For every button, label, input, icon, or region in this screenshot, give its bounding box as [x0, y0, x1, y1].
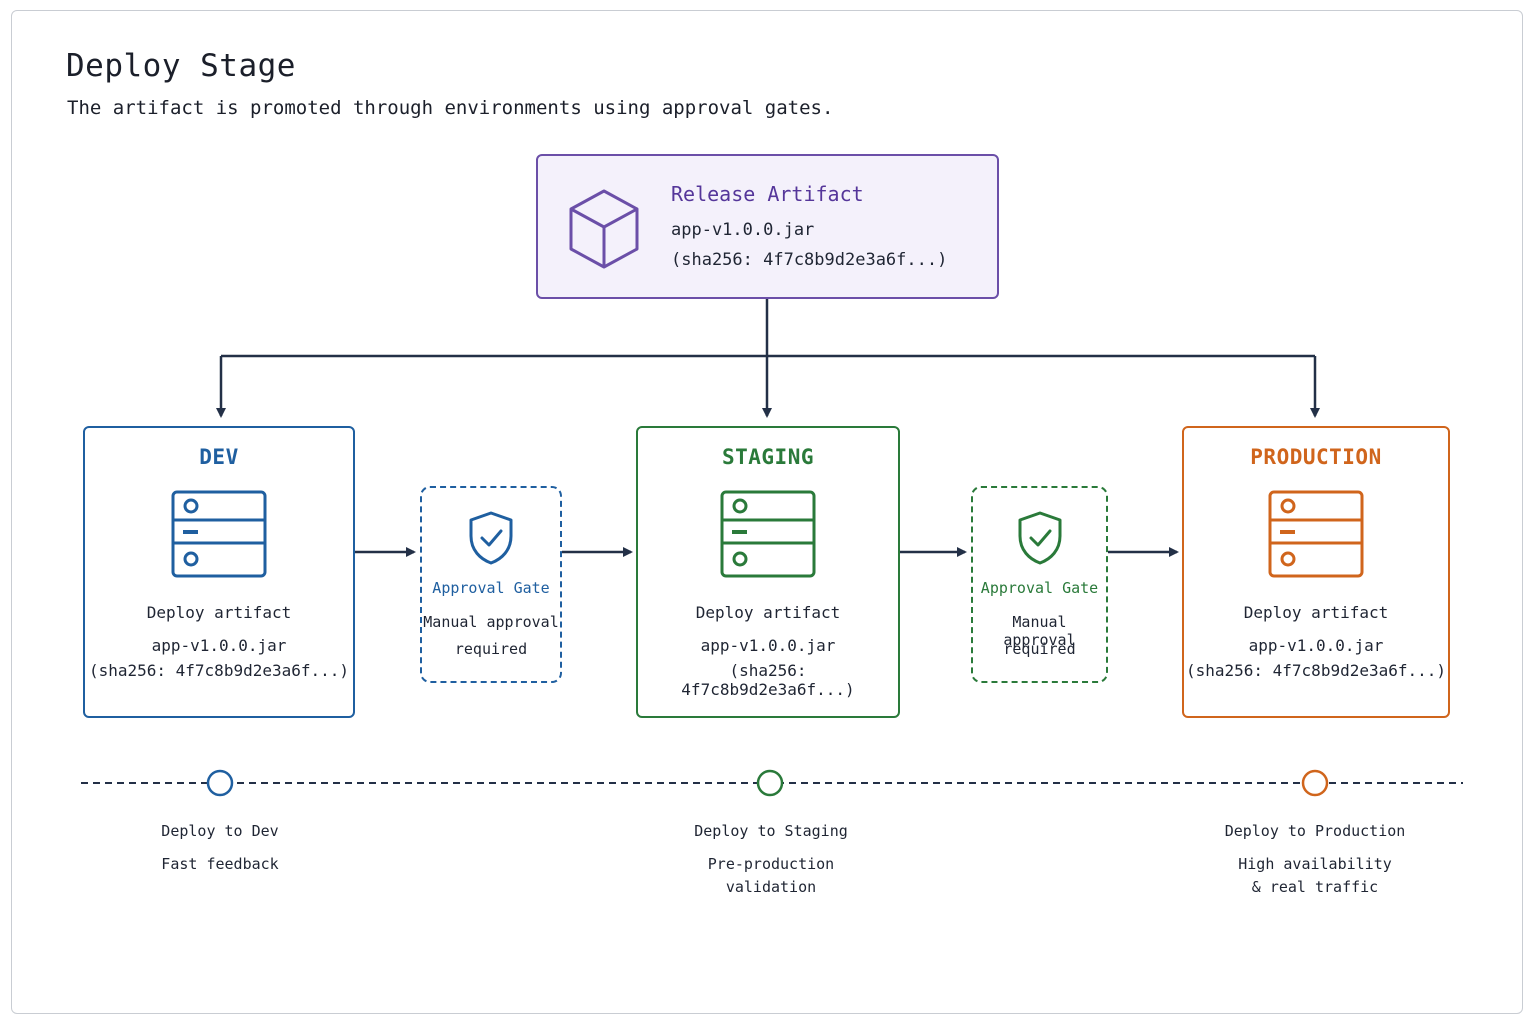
timeline-note: Fast feedback: [161, 855, 279, 873]
env-description: Deploy artifact: [695, 603, 841, 622]
timeline-node-staging: [756, 769, 784, 797]
timeline-node-production: [1301, 769, 1329, 797]
timeline-title: Deploy to Staging: [694, 822, 848, 840]
gate-title: Approval Gate: [432, 579, 550, 597]
timeline-note: Pre-production: [707, 855, 835, 873]
env-hash: (sha256: 4f7c8b9d2e3a6f...): [681, 661, 855, 699]
approval-gate-2: Approval Gate Manual approval required: [971, 486, 1108, 683]
env-description: Deploy artifact: [146, 603, 292, 622]
timeline-label-dev: Deploy to Dev Fast feedback: [70, 820, 370, 876]
server-icon: [720, 490, 816, 578]
artifact-hash: (sha256: 4f7c8b9d2e3a6f...): [671, 250, 948, 270]
gate-line-1: Manual approval: [423, 613, 559, 631]
env-file: app-v1.0.0.jar: [151, 636, 287, 655]
timeline-title: Deploy to Dev: [161, 822, 279, 840]
artifact-file: app-v1.0.0.jar: [671, 220, 815, 240]
timeline-note: High availability: [1238, 855, 1392, 873]
approval-gate-1: Approval Gate Manual approval required: [420, 486, 562, 683]
cube-icon: [569, 189, 639, 269]
timeline-note: validation: [725, 878, 817, 896]
shield-check-icon: [469, 511, 513, 565]
env-name: PRODUCTION: [1250, 445, 1382, 469]
env-card-dev: DEV Deploy artifact app-v1.0.0.jar (sha2…: [83, 426, 355, 718]
env-description: Deploy artifact: [1243, 603, 1389, 622]
timeline-node-dev: [206, 769, 234, 797]
env-name: DEV: [199, 445, 239, 469]
release-artifact-card: Release Artifact app-v1.0.0.jar (sha256:…: [536, 154, 999, 299]
server-icon: [171, 490, 267, 578]
env-hash: (sha256: 4f7c8b9d2e3a6f...): [88, 661, 350, 680]
gate-line-2: required: [1003, 640, 1076, 658]
gate-title: Approval Gate: [980, 579, 1099, 597]
timeline-title: Deploy to Production: [1224, 822, 1406, 840]
env-file: app-v1.0.0.jar: [700, 636, 836, 655]
env-name: STAGING: [721, 445, 814, 469]
shield-check-icon: [1018, 511, 1061, 565]
gate-line-1: Manual approval: [1003, 613, 1076, 649]
env-file: app-v1.0.0.jar: [1248, 636, 1384, 655]
page-title: Deploy Stage: [66, 48, 296, 84]
env-hash: (sha256: 4f7c8b9d2e3a6f...): [1185, 661, 1447, 680]
page-subtitle: The artifact is promoted through environ…: [67, 97, 834, 119]
timeline-label-staging: Deploy to Staging Pre-production validat…: [621, 820, 921, 899]
artifact-title: Release Artifact: [671, 182, 864, 206]
timeline-label-production: Deploy to Production High availability &…: [1165, 820, 1465, 899]
env-card-staging: STAGING Deploy artifact app-v1.0.0.jar (…: [636, 426, 900, 718]
gate-line-2: required: [454, 640, 528, 658]
timeline-note: & real traffic: [1251, 878, 1379, 896]
server-icon: [1268, 490, 1364, 578]
env-card-production: PRODUCTION Deploy artifact app-v1.0.0.ja…: [1182, 426, 1450, 718]
